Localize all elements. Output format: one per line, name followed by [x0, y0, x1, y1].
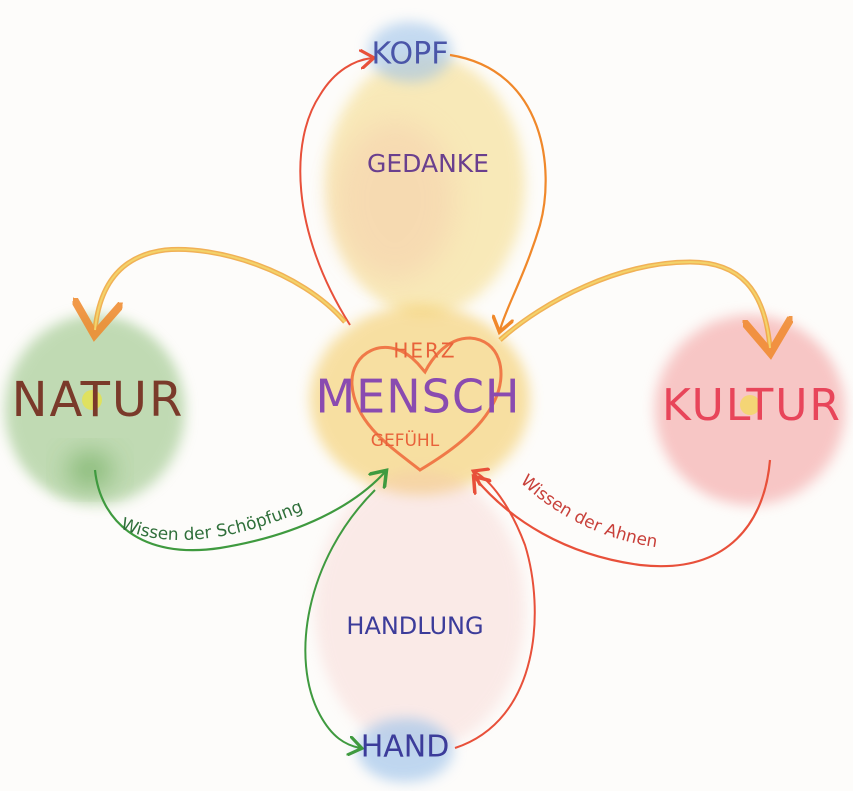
label-natur: NATUR: [12, 372, 185, 428]
arrow-to-natur-inner: [95, 249, 345, 330]
arc-label-wissen-ahnen: Wissen der Ahnen: [517, 471, 659, 552]
label-hand: HAND: [361, 730, 450, 765]
label-mensch: MENSCH: [315, 370, 520, 424]
label-gefuehl: GEFÜHL: [371, 429, 440, 451]
label-kopf: KOPF: [372, 37, 449, 72]
natur-lower-green: [68, 454, 112, 486]
arc-label-wissen-schoepfung: Wissen der Schöpfung: [118, 497, 306, 545]
lower-petal-glow: [315, 470, 525, 750]
label-handlung: HANDLUNG: [346, 612, 483, 640]
label-kultur: KULTUR: [662, 380, 842, 431]
label-gedanke: GEDANKE: [367, 149, 489, 178]
upper-petal-red-glow: [335, 120, 455, 280]
label-herz: HERZ: [393, 339, 456, 363]
